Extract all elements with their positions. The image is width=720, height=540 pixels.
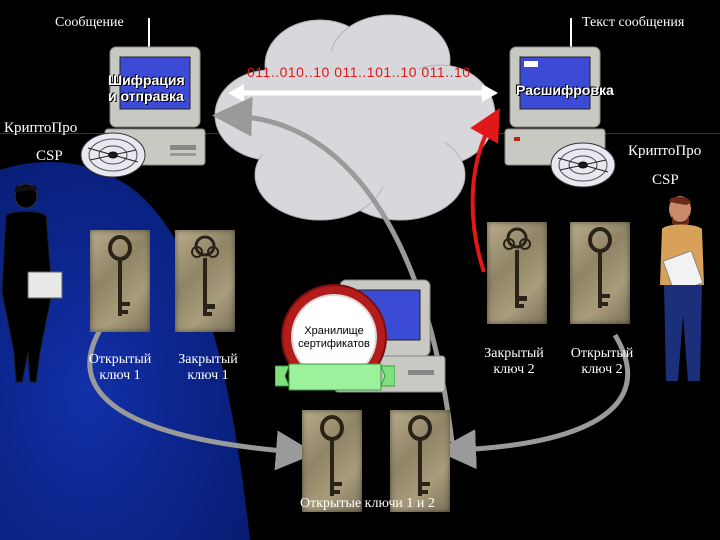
public-key-1-label: Открытый ключ 1 bbox=[70, 352, 170, 384]
key-icon bbox=[570, 222, 630, 324]
businesswoman-icon bbox=[0, 182, 70, 392]
cert-store-label: Хранилище сертификатов bbox=[289, 325, 379, 351]
key-photo-private-1 bbox=[175, 230, 235, 332]
public-key-2-label: Открытый ключ 2 bbox=[552, 346, 652, 378]
key-photo-private-2 bbox=[487, 222, 547, 324]
certificate-ribbon bbox=[275, 362, 395, 396]
man-icon bbox=[656, 195, 716, 385]
key-photo-public-2 bbox=[570, 222, 630, 324]
private-key-2-label: Закрытый ключ 2 bbox=[464, 346, 564, 378]
key-icon bbox=[487, 222, 547, 324]
double-arrow-icon bbox=[228, 84, 498, 102]
key-photo-public-1 bbox=[90, 230, 150, 332]
key-icon bbox=[175, 230, 235, 332]
private-key-1-label: Закрытый ключ 1 bbox=[158, 352, 258, 384]
public-keys-1-2-label: Открытые ключи 1 и 2 bbox=[300, 496, 435, 512]
key-icon bbox=[90, 230, 150, 332]
